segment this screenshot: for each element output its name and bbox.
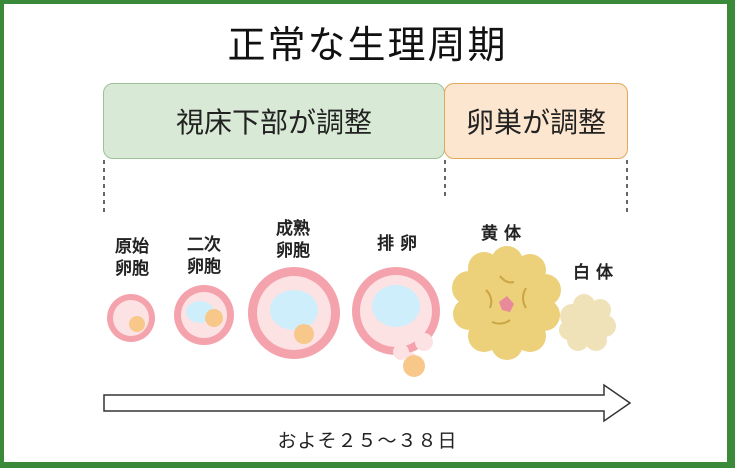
- ovulation-icon: [352, 267, 440, 377]
- corpus-albicans-icon: [559, 294, 616, 351]
- timeline-arrow: [104, 385, 630, 421]
- secondary-follicle-icon: [174, 285, 234, 345]
- mature-follicle-icon: [248, 267, 340, 359]
- corpus-luteum-icon: [452, 246, 561, 360]
- cycle-duration-label: およそ２５～３８日: [0, 426, 735, 453]
- primordial-follicle-icon: [107, 294, 155, 342]
